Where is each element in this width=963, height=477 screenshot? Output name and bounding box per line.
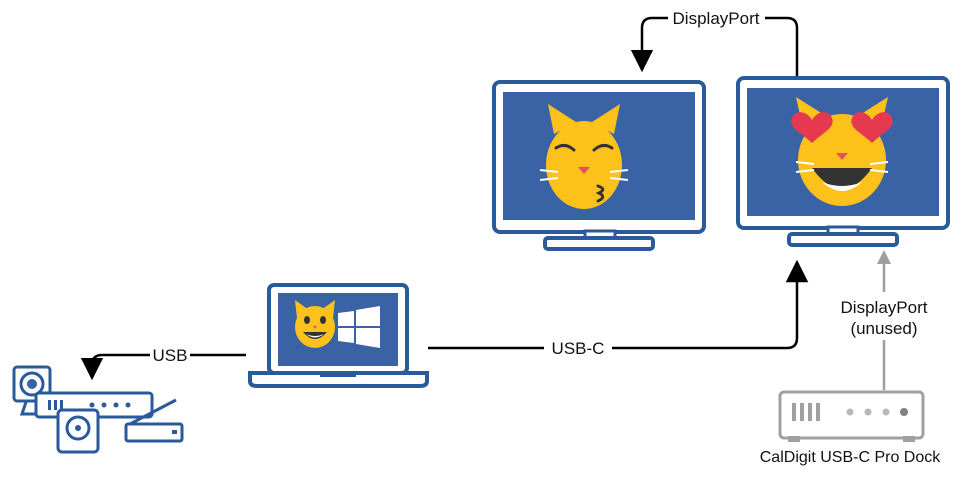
left-monitor — [492, 80, 706, 251]
heart-eyes-cat-face-icon — [791, 97, 893, 206]
usb-peripherals-icon — [12, 365, 184, 454]
grinning-cat-face-icon — [295, 300, 335, 348]
usb-label: USB — [153, 346, 188, 365]
displayport-unused-label: DisplayPort — [841, 298, 928, 317]
displayport-unused-note: (unused) — [850, 319, 917, 338]
displayport-label: DisplayPort — [673, 9, 760, 28]
laptop — [248, 283, 429, 388]
dock-icon — [778, 390, 925, 442]
usbc-cable — [428, 262, 797, 350]
displayport-cable — [642, 16, 799, 76]
windows-logo-icon — [338, 306, 380, 348]
kissing-cat-face-icon — [539, 104, 629, 209]
usb-cable — [92, 353, 246, 378]
unused-arrowhead — [877, 250, 891, 264]
dock-label: CalDigit USB-C Pro Dock — [760, 449, 941, 466]
usbc-label: USB-C — [552, 339, 605, 358]
right-monitor — [736, 76, 950, 247]
